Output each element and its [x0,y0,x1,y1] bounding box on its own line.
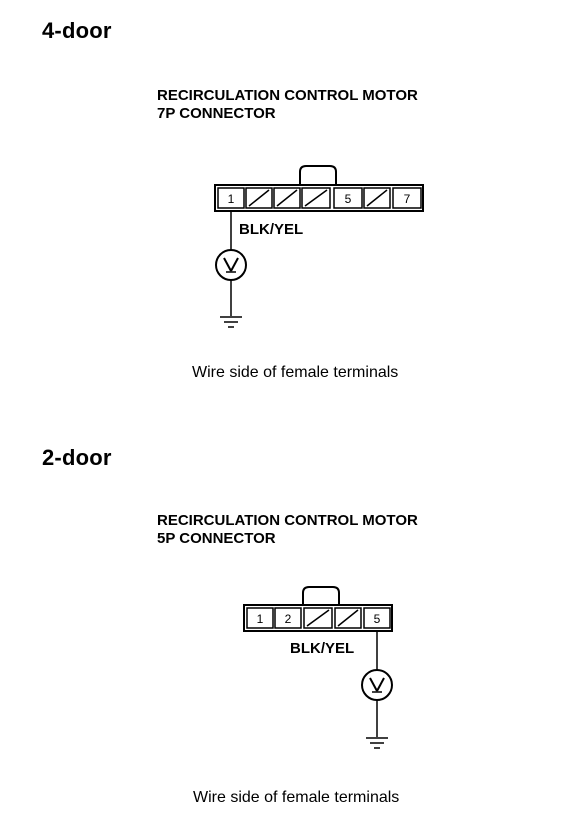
voltmeter-icon [215,249,247,281]
terminal-1-label: 1 [257,612,264,626]
connector-title-line2: 7P CONNECTOR [157,105,276,122]
terminal-5-label: 5 [345,192,352,206]
wire-label-blk-yel: BLK/YEL [239,221,304,238]
connector-body [214,184,424,212]
wire-label-blk-yel: BLK/YEL [290,640,355,657]
section-title-2-door: 2-door [42,445,112,470]
connector-title-5p: RECIRCULATION CONTROL MOTOR 5P CONNECTOR [157,512,418,548]
ground-icon [366,737,388,749]
caption-wire-side: Wire side of female terminals [192,364,399,381]
connector-title-line1: RECIRCULATION CONTROL MOTOR [157,87,418,104]
connector-title-line1: RECIRCULATION CONTROL MOTOR [157,512,418,529]
ground-icon [220,316,242,328]
terminal-1-label: 1 [228,192,235,206]
connector-latch [299,165,337,185]
connector-title-line2: 5P CONNECTOR [157,530,276,547]
terminal-7-label: 7 [404,192,411,206]
connector-title-7p: RECIRCULATION CONTROL MOTOR 7P CONNECTOR [157,87,418,123]
voltmeter-icon [361,669,393,701]
connector-latch [302,586,340,605]
caption-wire-side: Wire side of female terminals [193,789,400,806]
section-title-4-door: 4-door [42,18,112,43]
terminal-5-label: 5 [374,612,381,626]
terminal-2-label: 2 [285,612,292,626]
